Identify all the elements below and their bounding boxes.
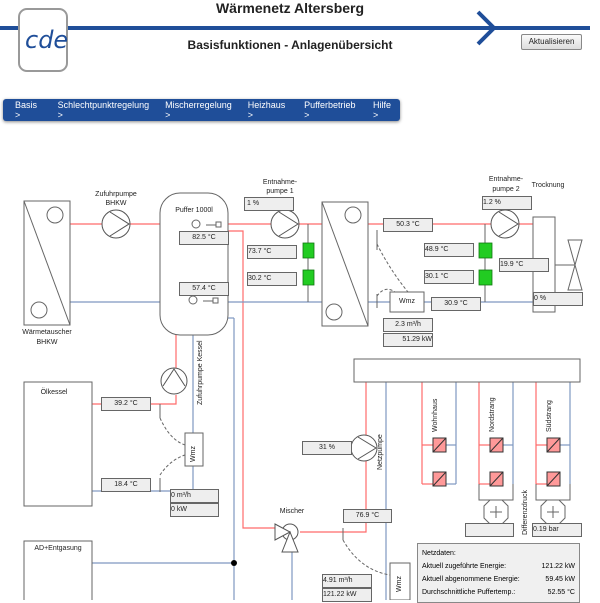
value-power-kessel: 0 kW (170, 503, 219, 517)
consumer-hx-icons (432, 437, 561, 487)
label-ad: AD+Entgasung (34, 545, 82, 552)
oelkessel (23, 381, 93, 507)
label-pump-bhkw: Zufuhrpumpe (95, 191, 137, 198)
sensor-links (159, 243, 409, 576)
pump-entnahme1-icon (270, 209, 300, 239)
fan-icon (567, 239, 583, 291)
label-puffer: Puffer 1000l (175, 207, 213, 214)
value-489: 48.9 °C (424, 243, 474, 257)
page-subtitle: Basisfunktionen - Anlagenübersicht (187, 38, 393, 52)
row-value: 121.22 kW (541, 563, 575, 570)
row-label: Durchschnittliche Puffertemp.: (422, 589, 516, 596)
label-differenzdruck: Differenzdruck (522, 489, 529, 535)
value-puffer-top: 82.5 °C (179, 231, 229, 245)
label-pump2: Entnahme- (488, 176, 524, 183)
label-suedstrang: Südstrang (546, 400, 553, 432)
netzdaten-row: Durchschnittliche Puffertemp.: 52.55 °C (422, 589, 575, 596)
value-301: 30.1 °C (424, 270, 474, 284)
row-label: Aktuell zugeführte Energie: (422, 563, 507, 570)
row-label: Aktuell abgenommene Energie: (422, 576, 520, 583)
label-netzpumpe: Netzpumpe (377, 434, 384, 470)
value-diff-sued: 0.19 bar (532, 523, 582, 537)
netzdaten-row: Aktuell abgenommene Energie: 59.45 kW (422, 576, 575, 583)
distributor (353, 358, 581, 383)
nav-schlechtpunktregelung[interactable]: Schlechtpunktregelung > (57, 100, 150, 120)
nav-hilfe[interactable]: Hilfe > (372, 100, 391, 120)
refresh-button[interactable]: Aktualisieren (521, 34, 582, 50)
pumps (101, 209, 520, 553)
label-hx1b: BHKW (36, 339, 58, 346)
label-pump1b: pumpe 1 (266, 188, 294, 195)
label-mischer: Mischer (279, 508, 305, 515)
netzdaten-panel: Netzdaten: Aktuell zugeführte Energie: 12… (417, 543, 580, 603)
page-title: Wärmenetz Altersberg (215, 0, 365, 16)
nav-mischerregelung[interactable]: Mischerregelung > (165, 100, 232, 120)
ad-entgasung (23, 540, 93, 600)
value-kessel-rl: 18.4 °C (101, 478, 151, 492)
value-503: 50.3 °C (383, 218, 433, 232)
value-kessel-vl: 39.2 °C (101, 397, 151, 411)
label-pump-kessel: Zufuhrpumpe Kessel (197, 340, 204, 405)
value-netzpumpe: 31 % (302, 441, 352, 455)
value-pump1: 1 % (244, 197, 294, 211)
header-arrow (476, 10, 497, 46)
label-pump1: Entnahme- (262, 179, 298, 186)
value-199: 19.9 °C (499, 258, 549, 272)
nav-heizhaus[interactable]: Heizhaus > (247, 100, 286, 120)
label-hx1: Wärmetauscher (22, 329, 72, 336)
label-pump-bhkw-b: BHKW (105, 200, 127, 207)
label-wmz-net: Wmz (396, 576, 403, 592)
value-769: 76.9 °C (343, 509, 392, 523)
value-flow-kessel: 0 m³/h (170, 489, 219, 503)
value-737: 73.7 °C (247, 245, 297, 259)
netzdaten-row: Aktuell zugeführte Energie: 121.22 kW (422, 563, 575, 570)
row-value: 52.55 °C (547, 589, 575, 596)
row-value: 59.45 kW (545, 576, 575, 583)
puffer-tank (159, 192, 229, 336)
netzpumpe-icon (350, 434, 378, 462)
value-puffer-bottom: 57.4 °C (179, 282, 229, 296)
junction-dot (231, 560, 237, 566)
nav-pufferbetrieb[interactable]: Pufferbetrieb > (304, 100, 356, 120)
pump-entnahme2-icon (490, 209, 520, 239)
value-power1: 51.29 kW (383, 333, 433, 347)
label-oelkessel: Ölkessel (40, 389, 68, 396)
value-flow1: 2.3 m³/h (383, 318, 433, 332)
label-nordstrang: Nordstrang (489, 397, 496, 432)
value-pump2: 1.2 % (482, 196, 532, 210)
logo: cde (18, 8, 68, 72)
pump-kessel-icon (160, 367, 188, 395)
label-pump2b: pumpe 2 (492, 186, 520, 193)
label-wmz-1: Wmz (399, 298, 415, 305)
value-309: 30.9 °C (431, 297, 481, 311)
label-trocknung: Trocknung (531, 182, 565, 189)
netzdaten-title: Netzdaten: (422, 550, 456, 557)
pump-bhkw-icon (101, 209, 131, 239)
nav-bar: Basis > Schlechtpunktregelung > Mischerr… (3, 99, 400, 121)
value-diff-nord (465, 523, 514, 537)
value-flow-net: 4.91 m³/h (322, 574, 372, 588)
value-302: 30.2 °C (247, 272, 297, 286)
value-trocknung: 0 % (533, 292, 583, 306)
nav-basis[interactable]: Basis > (15, 100, 38, 120)
label-wmz-kessel: Wmz (190, 446, 197, 462)
valves-green (302, 242, 493, 286)
label-wohnhaus: Wohnhaus (432, 398, 439, 432)
